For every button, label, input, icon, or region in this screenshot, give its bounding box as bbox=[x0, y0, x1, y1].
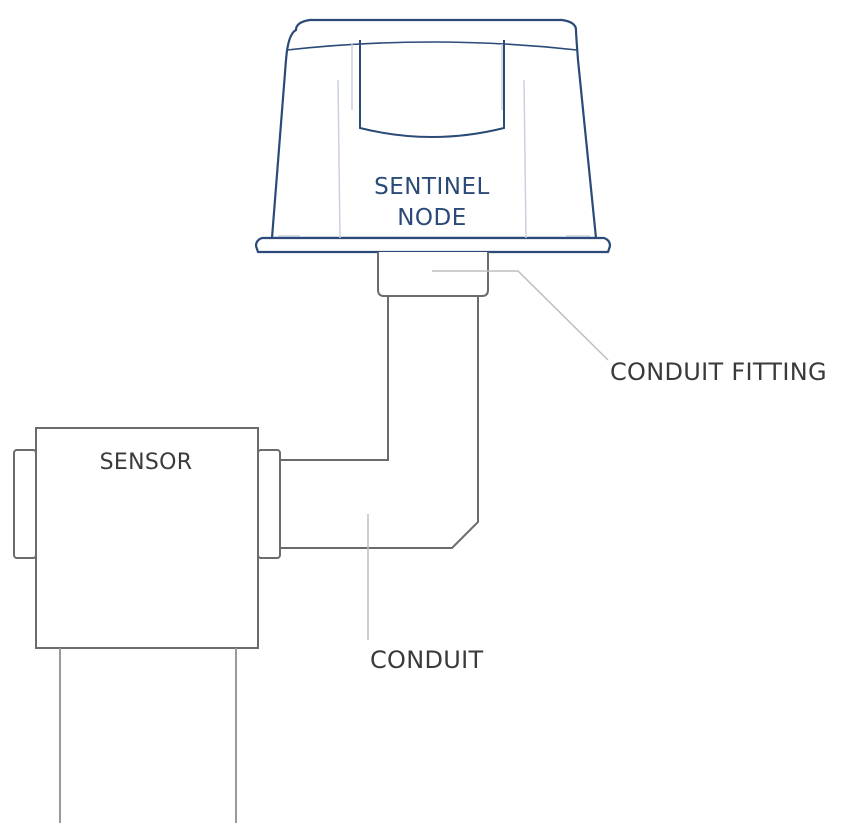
conduit-fitting-body bbox=[377, 252, 489, 297]
conduit-fitting bbox=[377, 252, 489, 297]
node-front-panel bbox=[359, 40, 505, 138]
sentinel-node: SENTINEL NODE bbox=[254, 18, 612, 254]
node-top-rim bbox=[286, 41, 578, 51]
conduit-inner-edge bbox=[278, 296, 389, 461]
sensor-body bbox=[35, 427, 259, 649]
conduit-outer-edge bbox=[278, 296, 479, 549]
callout-conduit-fitting: CONDUIT FITTING bbox=[432, 270, 827, 386]
sensor-label: SENSOR bbox=[100, 450, 193, 475]
leader-line-fitting bbox=[432, 270, 609, 361]
node-label-line1: SENTINEL bbox=[374, 174, 490, 200]
node-highlight-line bbox=[523, 79, 527, 239]
callout-conduit: CONDUIT bbox=[367, 514, 484, 674]
node-label-line2: NODE bbox=[397, 205, 467, 231]
sensor-right-tab bbox=[257, 449, 281, 559]
sensor-left-tab bbox=[13, 449, 37, 559]
label-conduit-fitting: CONDUIT FITTING bbox=[610, 358, 827, 386]
sensor: SENSOR bbox=[13, 427, 281, 823]
node-highlight-line bbox=[337, 79, 341, 239]
node-base-flange bbox=[254, 236, 612, 254]
label-conduit: CONDUIT bbox=[370, 646, 484, 674]
conduit bbox=[278, 296, 479, 549]
